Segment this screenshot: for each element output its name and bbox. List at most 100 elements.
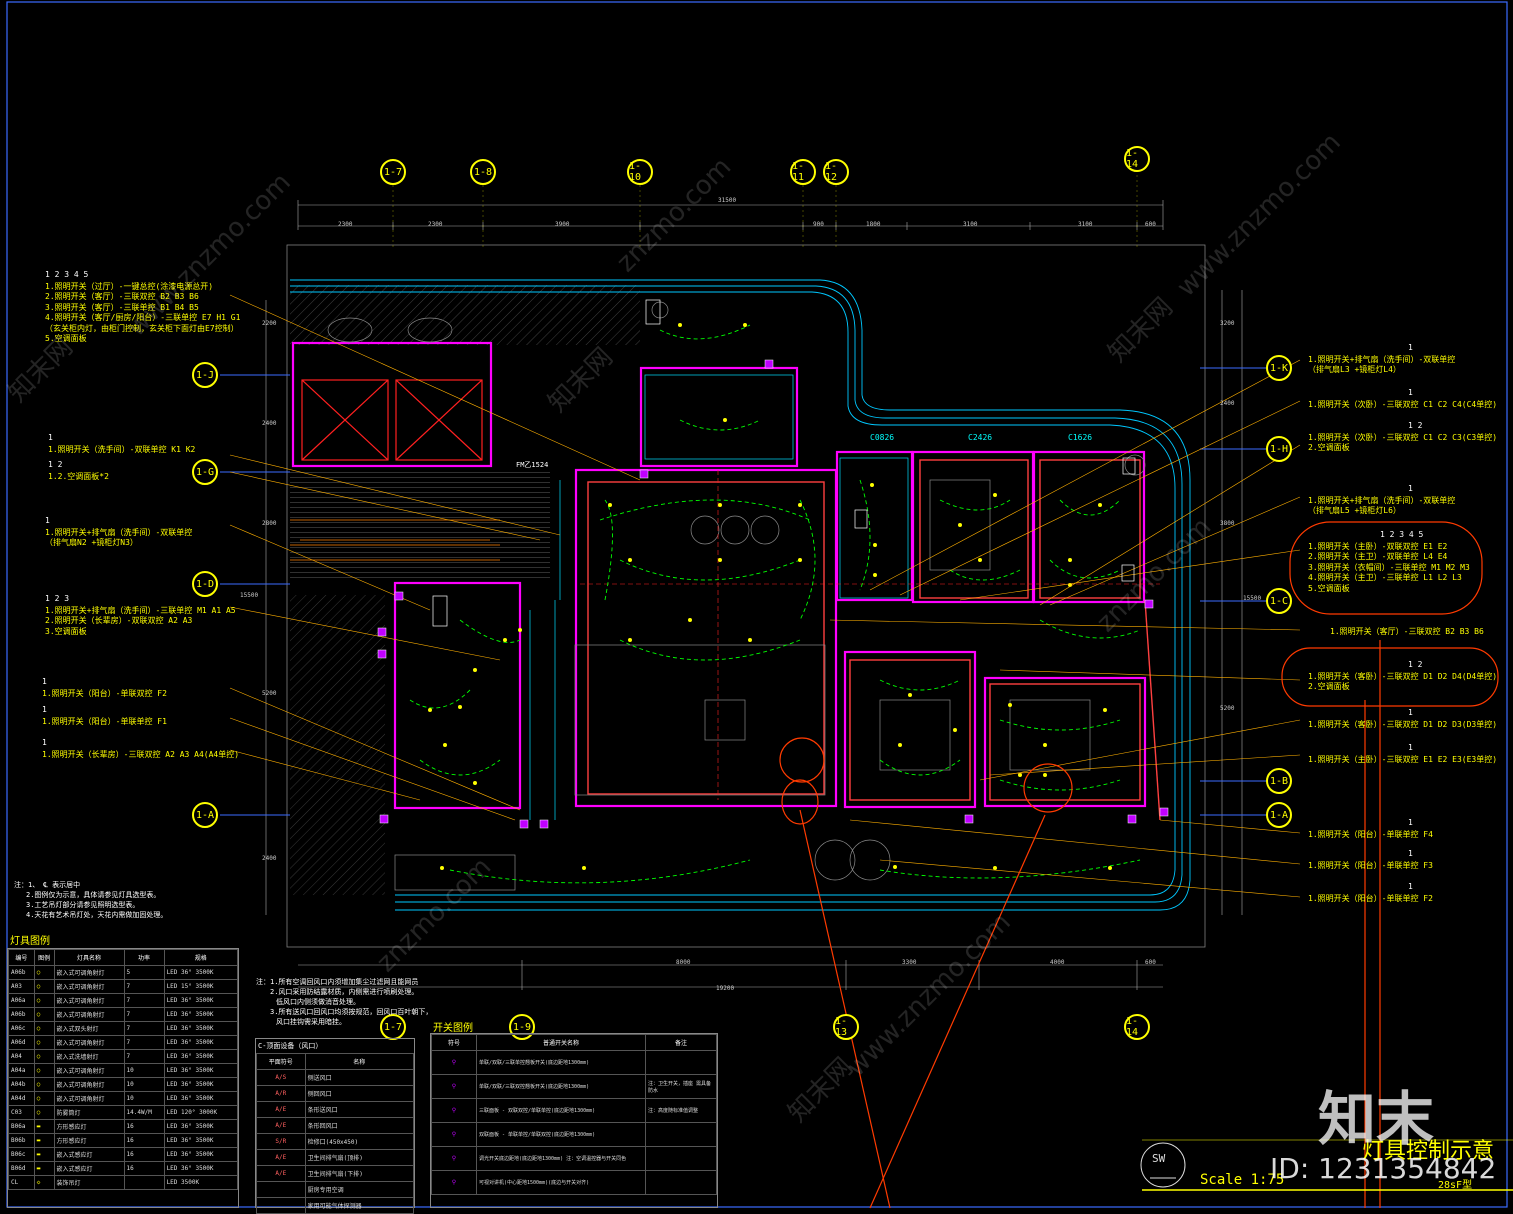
dim-top-seg: 2300	[428, 221, 443, 228]
switch-symbol-icon: ⚲	[431, 1146, 477, 1171]
table-row: ⚲双联面板 - 单联单控/单联双控(底边距地1300mm)	[431, 1122, 717, 1147]
table-cell: LED 36° 3500K	[163, 965, 239, 980]
table-row: ⚲可视对讲机(中心距地1500mm)(底边与开关对齐)	[431, 1170, 717, 1195]
table-cell: 嵌入式感应灯	[53, 1147, 125, 1162]
table-cell: 嵌入式可调角射灯	[53, 993, 125, 1008]
table-cell: 厨房专用空调	[304, 1181, 415, 1198]
table-cell: B06b	[8, 1133, 35, 1148]
grid-head-left: 1-J	[192, 362, 218, 388]
table-cell: 7	[123, 1035, 165, 1050]
table-cell: ◇	[33, 1175, 55, 1190]
table-cell: 检修口(450x450)	[304, 1133, 415, 1150]
table-cell: A06b	[8, 1007, 35, 1022]
table-cell: A/E	[256, 1165, 306, 1182]
drawing-id: ID: 1231354842	[1270, 1152, 1497, 1185]
grid-head-bottom: 1-13	[833, 1014, 859, 1040]
dim-bottom-seg: 3300	[902, 959, 917, 966]
switch-note-left: 1 2 1.2.空调面板*2	[48, 460, 109, 481]
grid-head-top: 1-11	[790, 159, 816, 185]
table-cell: 条形送风口	[304, 1101, 415, 1118]
table-cell: 7	[123, 1007, 165, 1022]
dim-top-seg: 3100	[963, 221, 978, 228]
dim-left: 2800	[262, 520, 277, 527]
switch-note-left: 1 1.照明开关+排气扇（洗手间）-双联单控（排气扇N2 +镜柜灯N3）	[45, 516, 193, 547]
table-cell: A/E	[256, 1117, 306, 1134]
switch-note-right: 1 2 1.照明开关（次卧）-三联双控 C1 C2 C3(C3单控)2.空调面板	[1308, 421, 1498, 452]
table-cell: 注：高度随标准值调整	[645, 1098, 717, 1123]
switch-note-right: 1 1.照明开关（次卧）-三联双控 C1 C2 C4(C4单控)	[1308, 388, 1498, 409]
table-cell: 单联/双联/三联双控翘板开关(底边距地1300mm)	[476, 1074, 646, 1099]
table-cell: A04a	[8, 1063, 35, 1078]
switch-legend-title: 开关图例	[433, 1023, 473, 1034]
table-cell: LED 36° 3500K	[163, 1133, 239, 1148]
table-cell: LED 36° 3500K	[163, 1007, 239, 1022]
table-cell: ○	[33, 1021, 55, 1036]
table-cell: S/R	[256, 1133, 306, 1150]
col-header: 平面符号	[256, 1053, 306, 1070]
table-cell: 方形感应灯	[53, 1133, 125, 1148]
grid-head-bottom: 1-7	[380, 1014, 406, 1040]
table-cell: 10	[123, 1091, 165, 1106]
switch-note-right: 1 1.照明开关（阳台）-单联单控 F3	[1308, 849, 1433, 870]
table-cell: 嵌入式可调角射灯	[53, 1091, 125, 1106]
table-cell: 7	[123, 993, 165, 1008]
table-cell: LED 36° 3500K	[163, 993, 239, 1008]
grid-head-top: 1-14	[1124, 146, 1150, 172]
table-cell: A04b	[8, 1077, 35, 1092]
table-cell: B06d	[8, 1161, 35, 1176]
sw-symbol: SW	[1152, 1152, 1166, 1165]
grid-head-right: 1-C	[1266, 588, 1292, 614]
table-cell: ○	[33, 993, 55, 1008]
dim-top-seg: 600	[1145, 221, 1156, 228]
col-header: 规格	[163, 949, 239, 966]
table-cell: 嵌入式可调角射灯	[53, 979, 125, 994]
table-cell: 16	[123, 1161, 165, 1176]
table-cell: 7	[123, 1049, 165, 1064]
table-cell: 嵌入式可调角射灯	[53, 965, 125, 980]
switch-note-right: 1.照明开关（客厅）-三联双控 B2 B3 B6	[1330, 627, 1484, 636]
table-cell: ▬	[33, 1133, 55, 1148]
dim-right: 5200	[1220, 705, 1235, 712]
dim-left: 2200	[262, 320, 277, 327]
table-cell: LED 3500K	[163, 1175, 239, 1190]
table-cell: LED 36° 3500K	[163, 1091, 239, 1106]
switch-note-left: 1 2 3 4 5 1.照明开关（过厅）-一键总控(涂漆电源总开)2.照明开关（…	[45, 270, 241, 343]
table-cell: B06c	[8, 1147, 35, 1162]
table-cell: 14.4W/M	[123, 1105, 165, 1120]
table-cell: ○	[33, 1063, 55, 1078]
table-cell	[123, 1175, 165, 1190]
table-cell: 5	[123, 965, 165, 980]
switch-symbol: 1 2 3 4 5	[45, 270, 89, 279]
table-cell: A06a	[8, 993, 35, 1008]
table-cell: 嵌入式洗墙射灯	[53, 1049, 125, 1064]
table-cell: 方形感应灯	[53, 1119, 125, 1134]
col-header: 普通开关名称	[476, 1034, 646, 1051]
table-row: ⚲单联/双联/三联单控翘板开关(底边距地1300mm)	[431, 1050, 717, 1075]
table-cell: 10	[123, 1077, 165, 1092]
table-cell: 嵌入式可调角射灯	[53, 1035, 125, 1050]
table-cell: A03	[8, 979, 35, 994]
table-cell: LED 120° 3000K	[163, 1105, 239, 1120]
table-cell: 条形回风口	[304, 1117, 415, 1134]
table-cell	[645, 1050, 717, 1075]
dim-right: 3200	[1220, 320, 1235, 327]
table-cell: 16	[123, 1119, 165, 1134]
dim-bottom-total: 19200	[716, 985, 735, 992]
switch-note-right: 1 1.照明开关（客卧）-三联双控 D1 D2 D3(D3单控)	[1308, 708, 1498, 729]
col-header: 编号	[8, 949, 35, 966]
table-cell: 卫生间排气扇(顶排)	[304, 1149, 415, 1166]
switch-note-left: 1 1.照明开关（洗手间）-双联单控 K1 K2	[48, 433, 196, 454]
logo-text: 知末	[1318, 1085, 1435, 1153]
table-cell: 卫生间排气扇(下排)	[304, 1165, 415, 1182]
table-cell: 16	[123, 1147, 165, 1162]
table-cell: ○	[33, 1007, 55, 1022]
switch-note-left: 1 1.照明开关（长辈房）-三联双控 A2 A3 A4(A4单控)	[42, 738, 240, 759]
